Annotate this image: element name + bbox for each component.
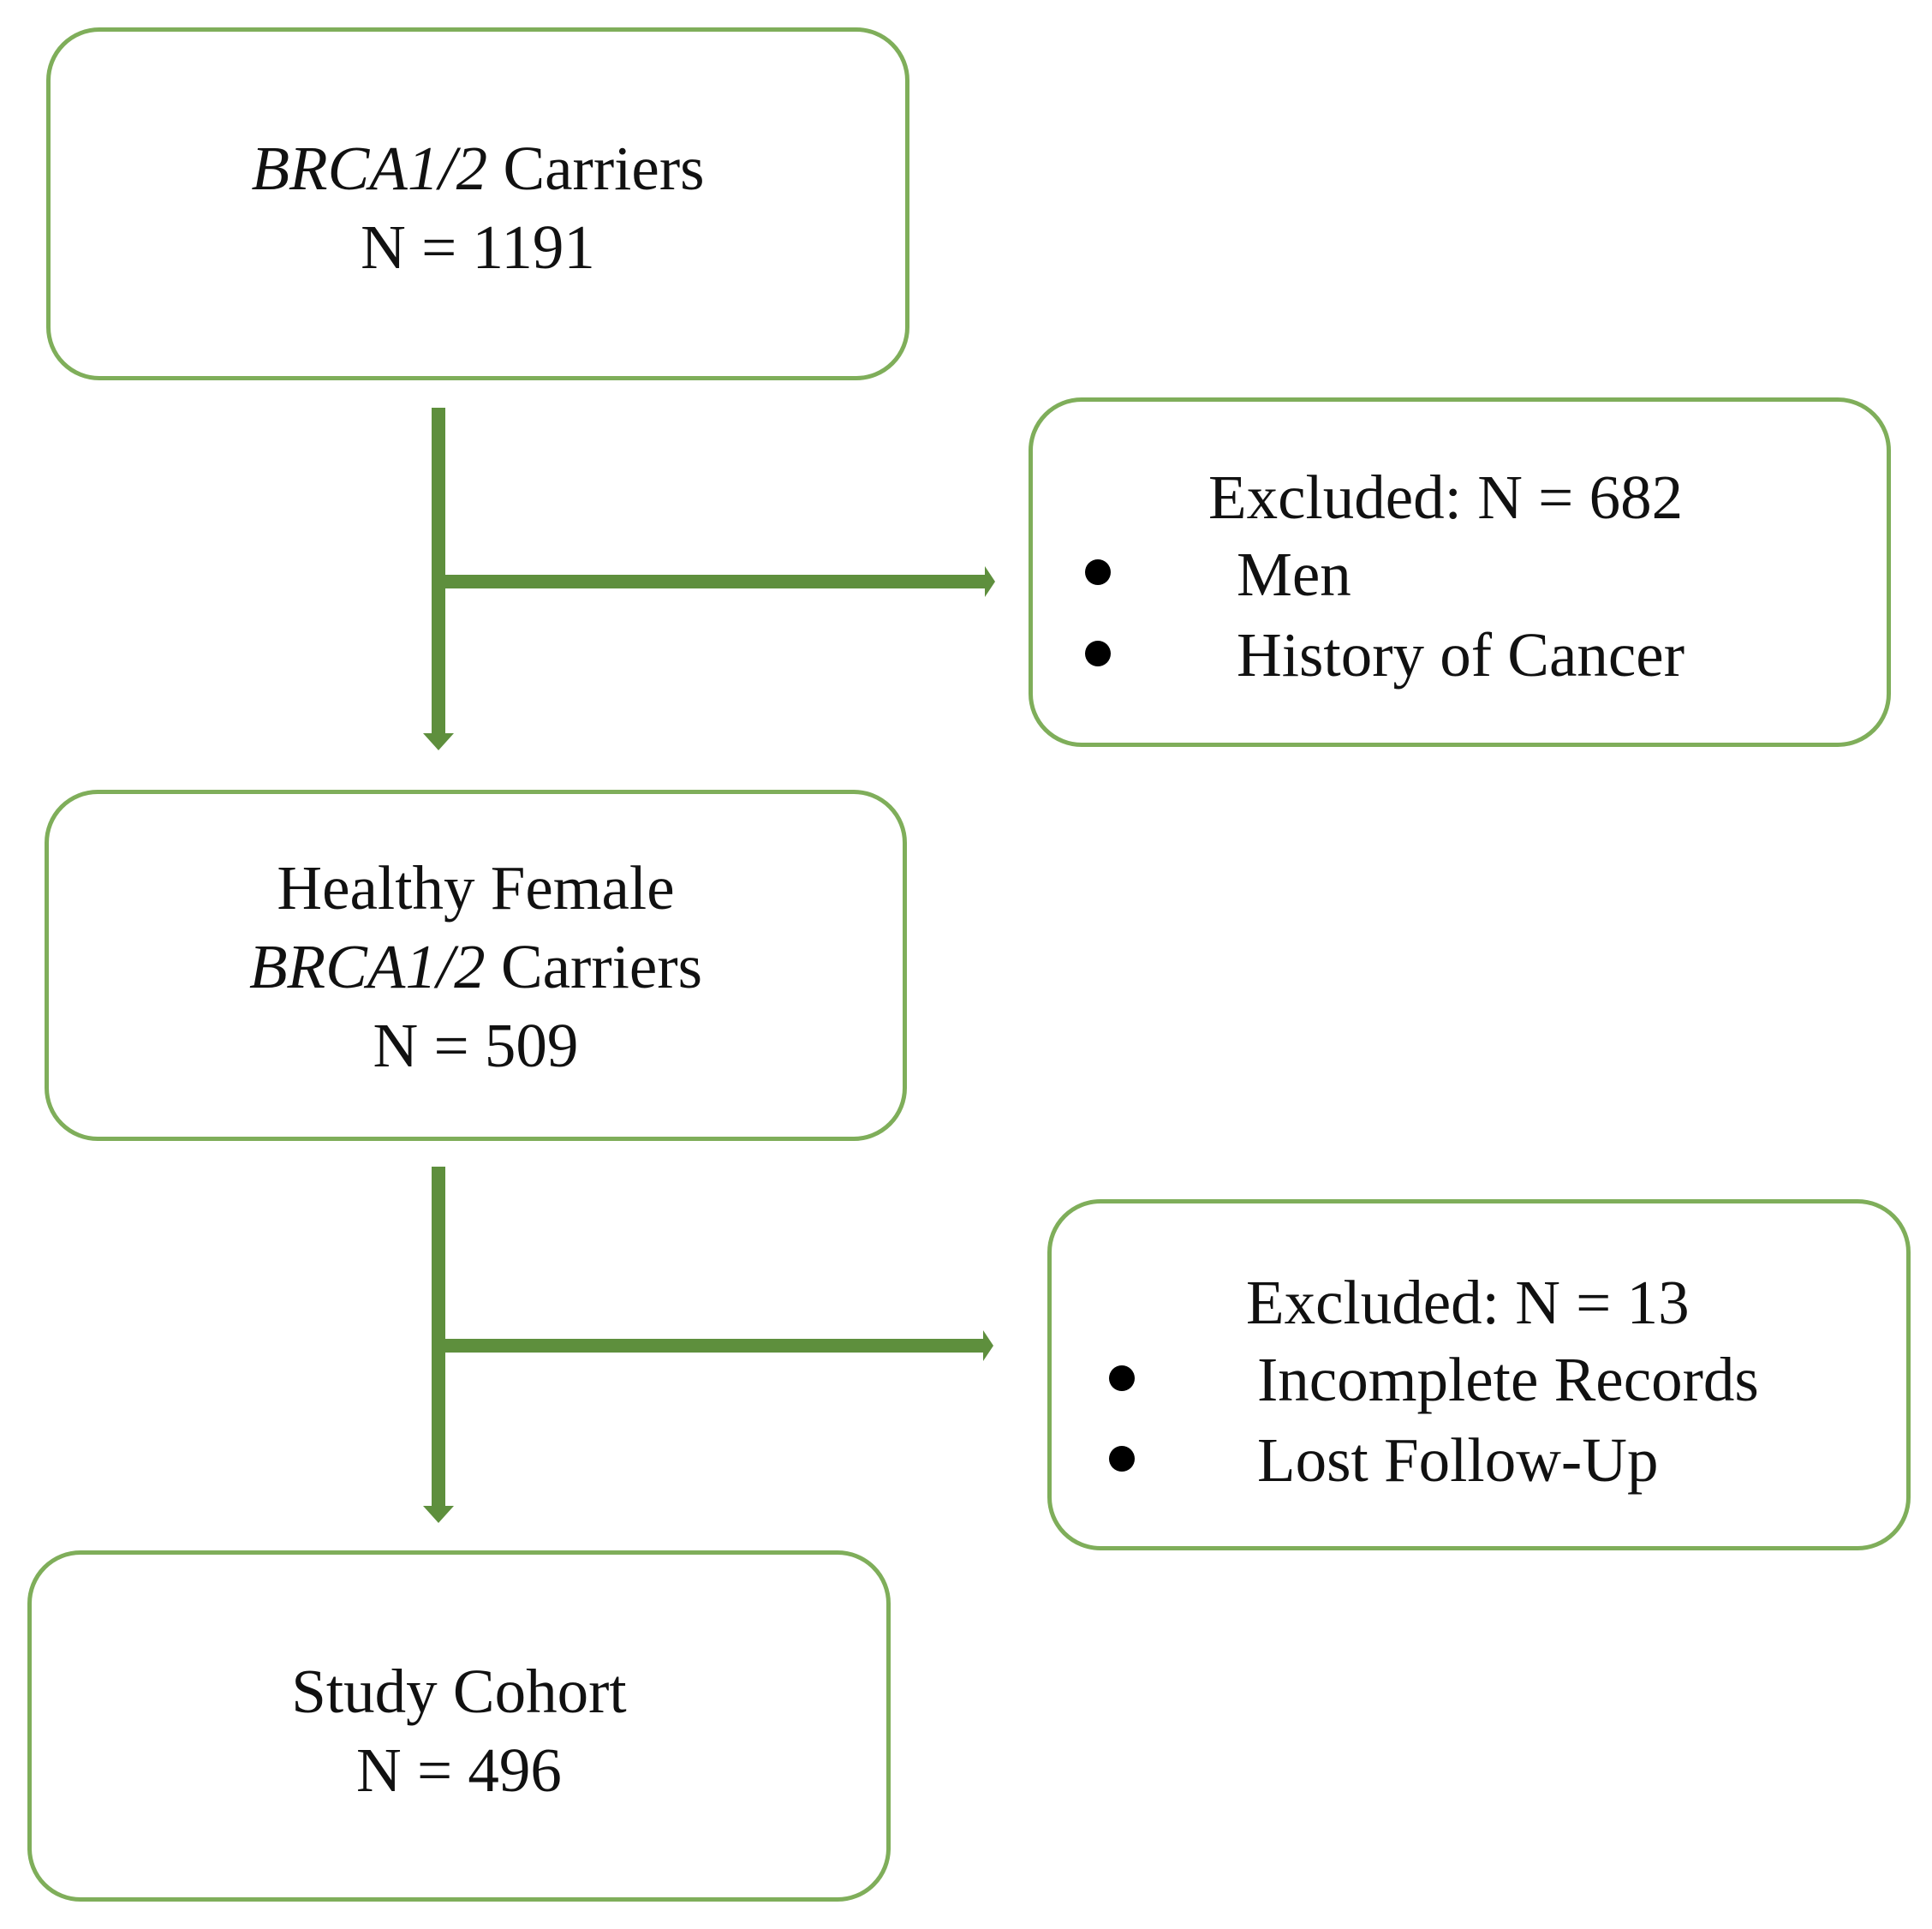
excluded-2-title: Excluded: N = 13 (1246, 1268, 1690, 1337)
healthy-female-label: Healthy Female (277, 853, 675, 923)
gene-name: BRCA1/2 (248, 932, 486, 1001)
arrow-1-branch (445, 575, 987, 588)
gene-name: BRCA1/2 (251, 134, 488, 203)
study-cohort-label: Study Cohort (291, 1657, 627, 1726)
carriers-label: BRCA1/2 Carriers (51, 129, 905, 208)
arrow-1-trunk (432, 408, 445, 735)
carriers-word: Carriers (485, 932, 703, 1001)
carriers-box: BRCA1/2 Carriers N = 1191 (46, 27, 909, 380)
study-cohort-count: N = 496 (356, 1735, 562, 1805)
excluded-1-item-men: Men (1237, 540, 1351, 609)
carriers-word: Carriers (487, 134, 705, 203)
excluded-box-1: Excluded: N = 682 Men History of Cancer (1029, 397, 1891, 747)
excluded-1-title: Excluded: N = 682 (1208, 463, 1684, 532)
arrow-1-head (423, 733, 454, 750)
healthy-count: N = 509 (373, 1011, 579, 1080)
healthy-female-box: Healthy Female BRCA1/2 Carriers N = 509 (45, 790, 907, 1141)
bullet-icon (1085, 641, 1111, 666)
excluded-box-2: Excluded: N = 13 Incomplete Records Lost… (1047, 1199, 1911, 1550)
excluded-2-item-incomplete-records: Incomplete Records (1257, 1345, 1759, 1414)
bullet-icon (1109, 1365, 1135, 1391)
excluded-2-item-lost-follow-up: Lost Follow-Up (1257, 1425, 1659, 1495)
healthy-carriers-label: BRCA1/2 Carriers (49, 928, 903, 1006)
bullet-icon (1085, 559, 1111, 585)
arrow-2-head (423, 1506, 454, 1523)
arrow-1-branch-head (985, 566, 995, 597)
arrow-2-trunk (432, 1167, 445, 1508)
study-cohort-box: Study Cohort N = 496 (27, 1550, 891, 1902)
excluded-1-item-history-of-cancer: History of Cancer (1237, 620, 1685, 690)
carriers-count: N = 1191 (361, 212, 595, 282)
arrow-2-branch-head (983, 1330, 993, 1361)
bullet-icon (1109, 1446, 1135, 1472)
arrow-2-branch (445, 1339, 985, 1353)
